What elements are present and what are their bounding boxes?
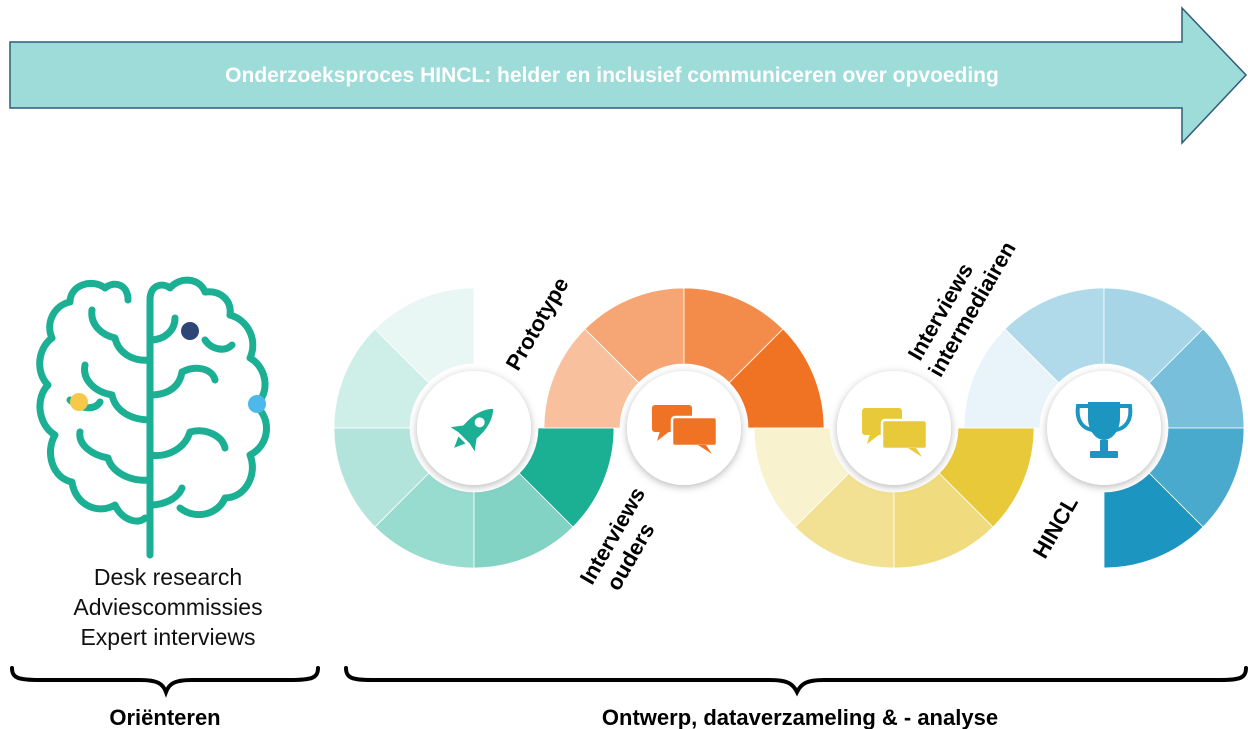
stage-node-prototype — [417, 371, 531, 485]
brain-dot-blue — [248, 395, 266, 413]
chat-bubbles-orange-icon — [652, 405, 719, 454]
brain-dot-yellow — [70, 393, 88, 411]
trophy-icon — [1075, 402, 1133, 458]
design-brace — [344, 666, 1248, 697]
chat-bubbles-yellow-icon — [862, 408, 929, 457]
phase-label-orienteren: Oriënteren — [109, 705, 220, 729]
brain-dot-navy — [181, 322, 199, 340]
banner-arrow-shape — [9, 6, 1248, 145]
activity-desk-research: Desk research — [94, 564, 242, 590]
stage-node-interviews-intermediairen — [837, 371, 951, 485]
process-banner-arrow: Onderzoeksproces HINCL: helder en inclus… — [9, 6, 1248, 145]
stage-label-hincl: HINCL — [1028, 492, 1083, 563]
orientation-brace — [10, 666, 320, 698]
process-snake — [333, 287, 1245, 569]
phase-label-design: Ontwerp, dataverzameling & - analyse — [602, 705, 998, 729]
activity-adviescommissies: Adviescommissies — [73, 594, 262, 620]
activity-expert-interviews: Expert interviews — [80, 624, 255, 650]
stage-node-interviews-ouders — [627, 371, 741, 485]
banner-title: Onderzoeksproces HINCL: helder en inclus… — [225, 64, 999, 87]
snake-segment — [1103, 472, 1204, 569]
orientation-activities: Desk research Adviescommissies Expert in… — [73, 564, 262, 650]
stage-node-hincl — [1047, 371, 1161, 485]
rocket-icon — [450, 408, 494, 452]
brain-icon — [36, 276, 270, 559]
